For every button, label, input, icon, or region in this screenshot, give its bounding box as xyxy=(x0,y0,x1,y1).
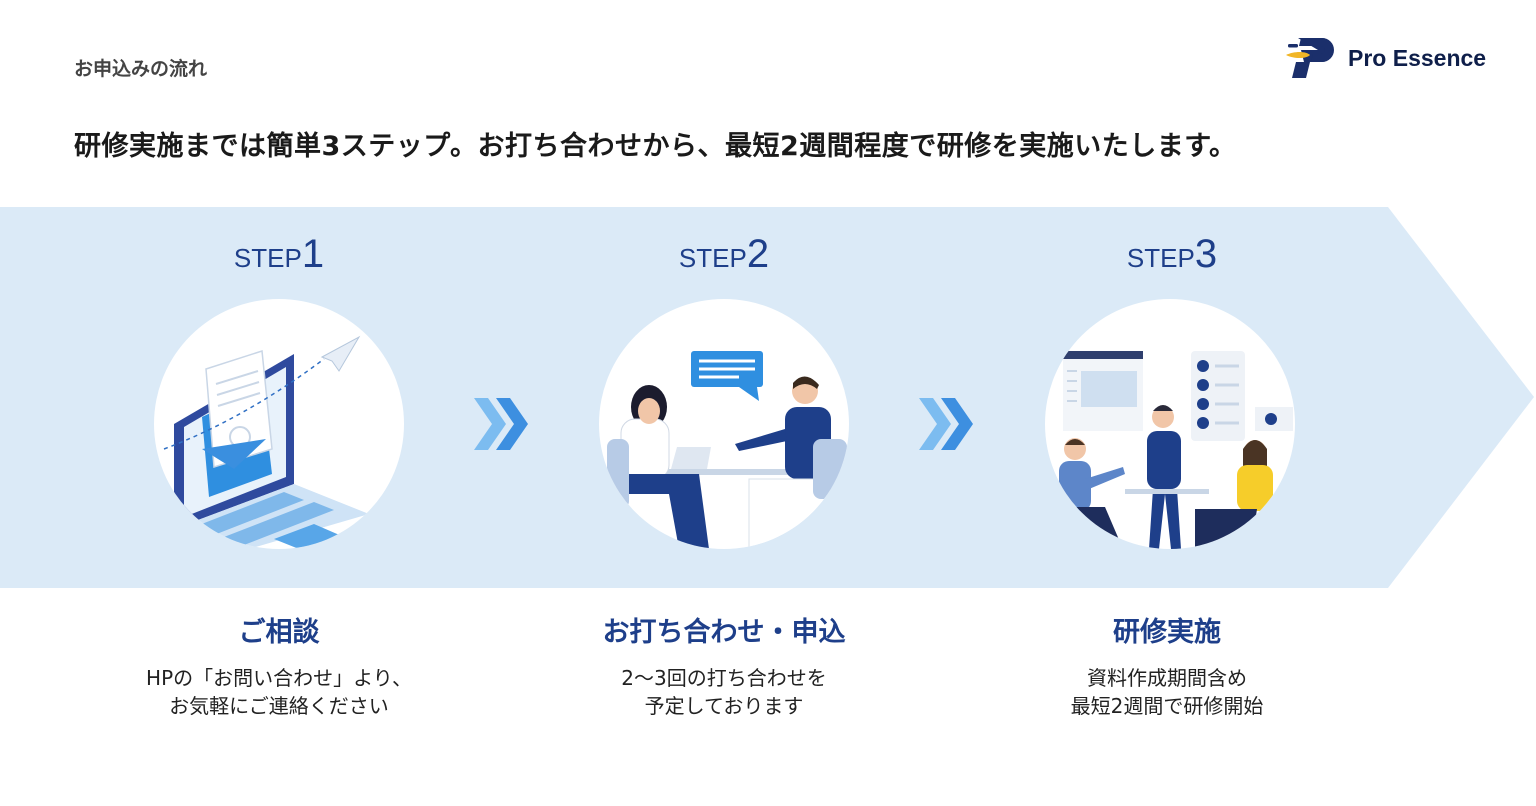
step-2-description-line: 2〜3回の打ち合わせを xyxy=(621,666,827,690)
brand-logo[interactable]: Pro Essence xyxy=(1284,36,1486,80)
step-1-label: STEP1 xyxy=(233,232,325,276)
step-3-description-line: 資料作成期間含め xyxy=(1087,666,1247,690)
step-3-label: STEP3 xyxy=(1126,232,1218,276)
pro-essence-logo-icon xyxy=(1286,38,1334,78)
chevron-right-icon xyxy=(919,398,973,450)
brand-name: Pro Essence xyxy=(1348,44,1487,71)
laptop-email-icon xyxy=(163,335,369,549)
step-3-illustration xyxy=(1045,299,1295,549)
step-2-title: お打ち合わせ・申込 xyxy=(602,617,846,648)
page-headline: 研修実施までは簡単3ステップ。お打ち合わせから、最短2週間程度で研修を実施いたし… xyxy=(74,131,1237,162)
section-label: お申込みの流れ xyxy=(74,58,208,80)
step-3-description-line: 最短2週間で研修開始 xyxy=(1070,694,1264,718)
meeting-icon xyxy=(607,351,847,549)
step-2-description-line: 予定しております xyxy=(644,694,804,718)
step-2-label: STEP2 xyxy=(678,232,770,276)
step-1-description: HPの「お問い合わせ」より、 お気軽にご連絡ください xyxy=(99,664,459,720)
step-2-illustration xyxy=(599,299,849,549)
step-1-description-line: お気軽にご連絡ください xyxy=(169,694,389,718)
step-3-description: 資料作成期間含め 最短2週間で研修開始 xyxy=(987,664,1347,720)
chevron-right-icon xyxy=(474,398,528,450)
step-1-title: ご相談 xyxy=(238,617,320,648)
step-2-description: 2〜3回の打ち合わせを 予定しております xyxy=(544,664,904,720)
step-1-description-line: HPの「お問い合わせ」より、 xyxy=(146,666,412,690)
step-1-illustration xyxy=(154,299,404,549)
training-session-icon xyxy=(1059,351,1293,549)
step-3-title: 研修実施 xyxy=(1113,617,1221,648)
